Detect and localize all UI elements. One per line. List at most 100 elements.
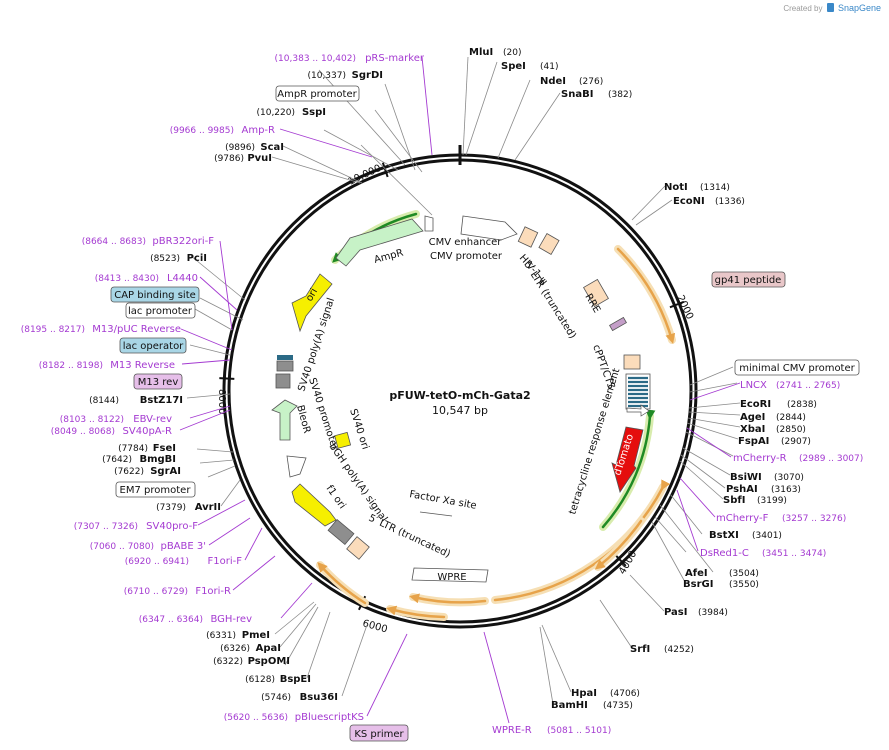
site-econi-pos: (1336) [715, 197, 745, 207]
snapgene-credit: Created by SnapGene [783, 3, 881, 13]
m13-rev-box [133, 373, 183, 390]
ltr5-top-label: 5′ LTR (truncated) [521, 260, 577, 341]
ks-primer-box [349, 724, 409, 742]
site-bsrgi-name: BsrGI [683, 579, 713, 590]
tick-label-8000: 8000 [216, 389, 227, 414]
ltr5-truncated-bottom-box [346, 536, 370, 560]
gp41-peptide-box [711, 271, 786, 288]
site-fsei-name: FseI [153, 443, 176, 454]
site-bamhi-pos: (4735) [603, 701, 633, 711]
ring-tick-10000 [381, 162, 389, 178]
site-xbai-name: XbaI [740, 424, 765, 435]
site-pspomi-name: PspOMI [248, 656, 290, 667]
site-fspai-pos: (2907) [781, 437, 811, 447]
tick-label-10000: 10,000 [347, 163, 383, 188]
site-sspi-name: SspI [302, 107, 326, 118]
hiv-psi-box [517, 226, 539, 248]
site-pvui-name: PvuI [247, 153, 272, 164]
site-bsu36i-pos: (5746) [261, 693, 291, 703]
site-fspai-name: FspAI [738, 436, 769, 447]
em7-promoter-box [115, 481, 196, 498]
lac-promoter-box [125, 302, 196, 319]
site-bstxi-pos: (3401) [752, 531, 782, 541]
bleor-label: BleoR [294, 404, 312, 435]
site-pshai-pos: (3163) [771, 485, 801, 495]
primer-mcherry-f-pos: (3257 .. 3276) [782, 514, 846, 524]
site-mlui-pos: (20) [503, 48, 521, 58]
primer-amp-r-pos: (9966 .. 9985) [170, 126, 234, 136]
primer-l4440-name: L4440 [167, 273, 198, 284]
m13-rev-label: M13 rev [138, 377, 179, 388]
primer-pbabe3-pos: (7060 .. 7080) [90, 542, 154, 552]
factor-xa-label: Factor Xa site [408, 489, 477, 512]
site-mlui-name: MluI [469, 47, 493, 58]
dtomato-arrow [611, 426, 644, 493]
site-agei-name: AgeI [740, 412, 765, 423]
wpre-label: WPRE [437, 572, 466, 583]
primer-mcherry-r-name: mCherry-R [733, 453, 787, 464]
primer-m13puc-reverse-name: M13/pUC Reverse [92, 324, 181, 335]
tre-repeats [625, 373, 651, 410]
site-pasi-name: PasI [664, 607, 687, 618]
site-afei-pos: (3504) [729, 569, 759, 579]
primer-sv40pa-r-pos: (8049 .. 8068) [51, 427, 115, 437]
minimal-cmv-promoter-box [734, 359, 860, 376]
site-sgrdi-name: SgrDI [352, 70, 383, 81]
site-apai-name: ApaI [256, 643, 281, 654]
primer-mcherry-r-pos: (2989 .. 3007) [799, 454, 863, 464]
primer-f1ori-f-pos: (6920 .. 6941) [125, 557, 189, 567]
primer-bgh-rev-name: BGH-rev [210, 614, 252, 625]
site-hpai-name: HpaI [571, 688, 597, 699]
primer-pbr322ori-f-name: pBR322ori-F [152, 236, 214, 247]
primer-sv40pro-f-pos: (7307 .. 7326) [74, 522, 138, 532]
primer-wpre-r-pos: (5081 .. 5101) [547, 726, 611, 736]
ampr-promoter-label: AmpR promoter [277, 89, 357, 100]
primer-m13puc-reverse-pos: (8195 .. 8217) [21, 325, 85, 335]
site-pmei-pos: (6331) [206, 631, 236, 641]
site-avrii-pos: (7379) [156, 503, 186, 513]
cmv-promoter-label: CMV promoter [430, 251, 503, 262]
primer-f1ori-r-pos: (6710 .. 6729) [124, 587, 188, 597]
credit-brand: SnapGene [837, 3, 881, 13]
gp41-peptide-label: gp41 peptide [715, 275, 782, 286]
site-pasi-pos: (3984) [698, 608, 728, 618]
ampr-label: AmpR [373, 248, 405, 266]
site-sspi-pos: (10,220) [256, 108, 295, 118]
site-bsiwi-pos: (3070) [774, 473, 804, 483]
primer-sv40pro-f-name: SV40pro-F [146, 521, 198, 532]
minimal-cmv-promoter-label: minimal CMV promoter [739, 363, 855, 374]
em7-promoter-label: EM7 promoter [120, 485, 192, 496]
ring-tick-4000 [614, 554, 627, 567]
site-xbai-pos: (2850) [776, 425, 806, 435]
factor-xa-mark [419, 511, 453, 517]
primer-f1ori-r-name: F1ori-R [195, 586, 231, 597]
site-bspei-pos: (6128) [245, 675, 275, 685]
site-pvui-pos: (9786) [214, 154, 244, 164]
plasmid-name: pFUW-tetO-mCh-Gata2 [389, 389, 530, 402]
site-spei-name: SpeI [501, 61, 526, 72]
site-econi-name: EcoNI [673, 196, 705, 207]
site-ecori-pos: (2838) [787, 400, 817, 410]
cmv-enhancer-arrow [460, 215, 518, 241]
cap-binding-site-label: CAP binding site [114, 290, 196, 301]
site-scai-name: ScaI [260, 142, 284, 153]
f1-ori-label: f1 ori [324, 483, 348, 511]
site-sgrdi-pos: (10,337) [307, 71, 346, 81]
site-sgrai-pos: (7622) [114, 467, 144, 477]
credit-prefix: Created by [783, 4, 823, 13]
site-noti-name: NotI [664, 182, 688, 193]
snapgene-logo-icon [826, 3, 834, 12]
plasmid-size: 10,547 bp [432, 404, 488, 417]
site-apai-pos: (6326) [220, 644, 250, 654]
primer-mcherry-f-name: mCherry-F [716, 513, 769, 524]
bgh-polya-label: bGH poly(A) signal [327, 441, 390, 524]
site-srfi-name: SrfI [630, 644, 650, 655]
lac-promoter-label: lac promoter [128, 306, 193, 317]
cap-binding-site-box [110, 286, 200, 303]
sv40-ori-box [334, 431, 352, 449]
site-bmgbi-pos: (7642) [102, 455, 132, 465]
primer-ebv-rev-pos: (8103 .. 8122) [60, 415, 124, 425]
ring-tick-8000 [219, 377, 235, 380]
primer-wpre-r-name: WPRE-R [492, 725, 532, 736]
